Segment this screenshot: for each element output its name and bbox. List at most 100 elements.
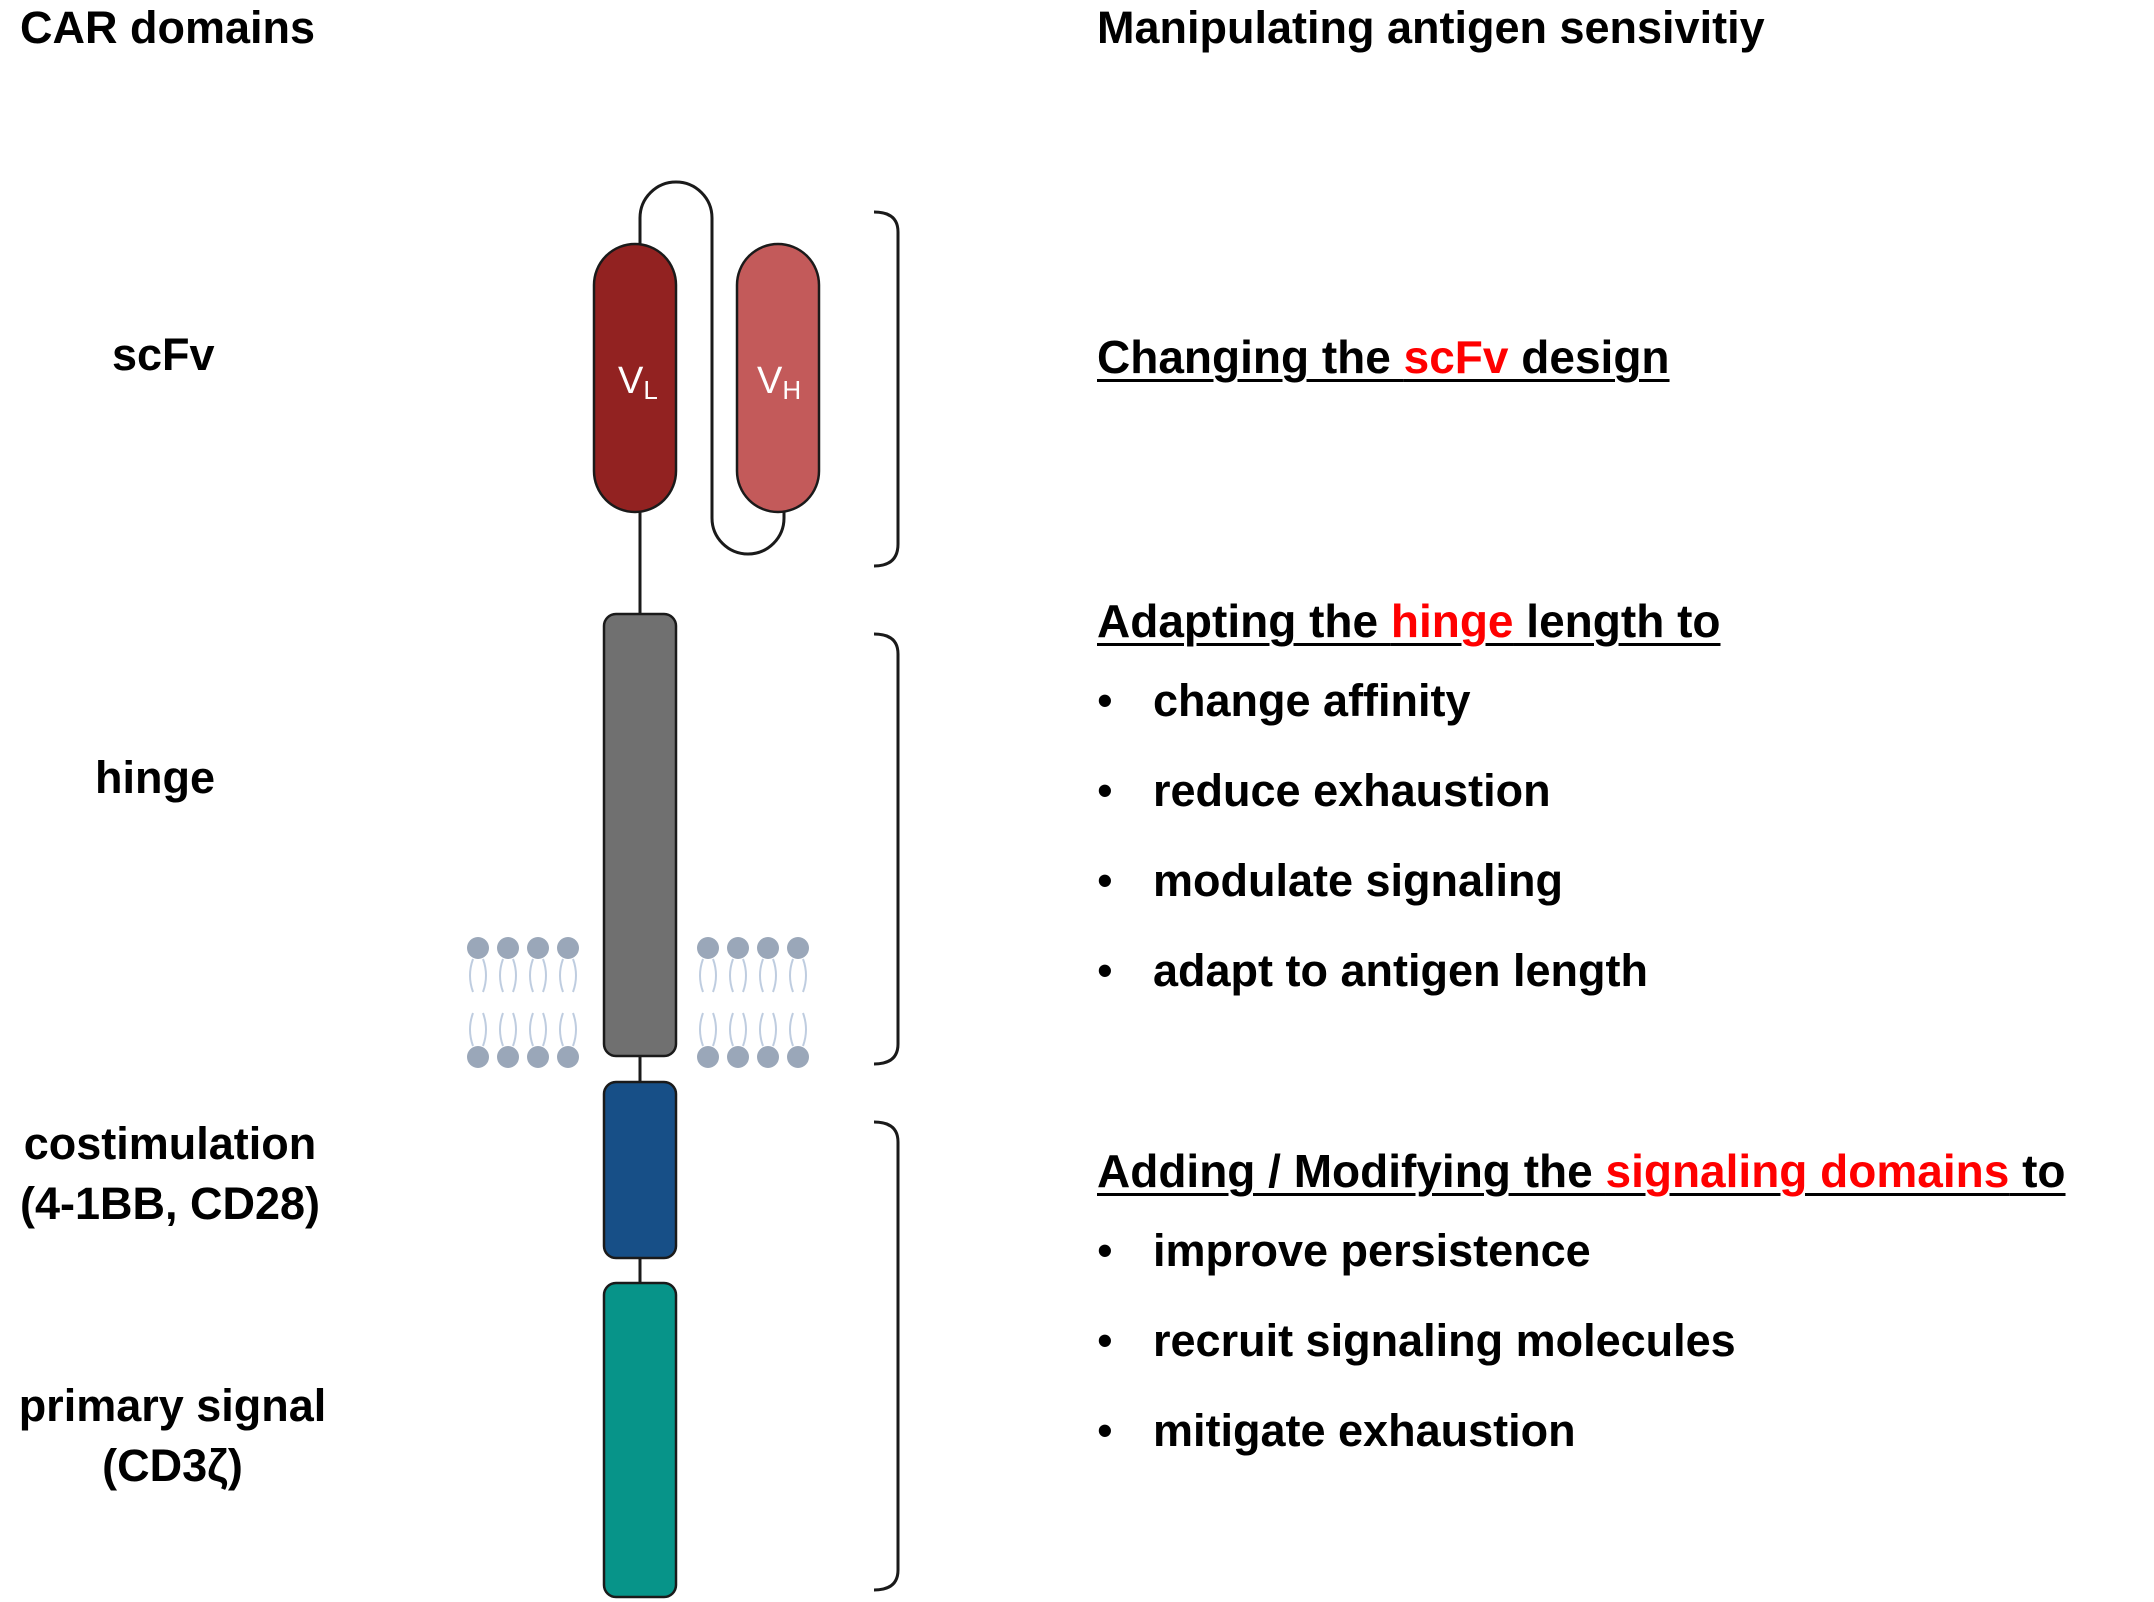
lipid-tail	[529, 1012, 534, 1047]
list-item: • modulate signaling	[1097, 854, 1648, 944]
lipid-tail	[499, 958, 504, 993]
lipid-tail	[789, 1012, 794, 1047]
lipid-head	[527, 1046, 549, 1068]
heading-hinge-post: length to	[1513, 595, 1721, 647]
heading-signaling: Adding / Modifying the signaling domains…	[1097, 1144, 2066, 1198]
heading-hinge-pre: Adapting the	[1097, 595, 1391, 647]
lipid-head	[727, 937, 749, 959]
bullet-marker: •	[1097, 675, 1113, 726]
bullet-marker: •	[1097, 1405, 1113, 1456]
bullet-marker: •	[1097, 855, 1113, 906]
scfv-linker	[638, 180, 786, 556]
bullet-text: adapt to antigen length	[1153, 945, 1648, 996]
heading-scfv-pre: Changing the	[1097, 331, 1404, 383]
heading-signaling-highlight: signaling domains	[1605, 1145, 2010, 1197]
lipid-head	[557, 1046, 579, 1068]
heading-hinge: Adapting the hinge length to	[1097, 594, 1721, 648]
lipid-tail	[759, 958, 764, 993]
left-column-header: CAR domains	[20, 2, 316, 53]
lipid-tail	[559, 958, 564, 993]
bullet-text: recruit signaling molecules	[1153, 1315, 1736, 1366]
lipid-tail	[512, 1012, 517, 1047]
lipid-head	[467, 937, 489, 959]
label-primary-signal-line2: (CD3ζ)	[102, 1440, 243, 1491]
lipid-head	[697, 937, 719, 959]
label-costimulation-line1: costimulation	[23, 1118, 317, 1169]
lipid-tail	[802, 958, 807, 993]
signaling-bullet-list: •improve persistence • recruit signaling …	[1097, 1224, 1736, 1494]
lipid-tail	[729, 958, 734, 993]
lipid-tail	[772, 958, 777, 993]
vl-label-sub: L	[643, 375, 657, 405]
label-costimulation: costimulation (4-1BB, CD28)	[0, 1114, 340, 1234]
lipid-head	[497, 1046, 519, 1068]
lipid-head	[467, 1046, 489, 1068]
lipid-tail	[469, 958, 474, 993]
heading-scfv-highlight: scFv	[1403, 331, 1509, 383]
bullet-text: mitigate exhaustion	[1153, 1405, 1576, 1456]
label-scfv: scFv	[112, 329, 215, 380]
cell-membrane	[467, 937, 809, 1068]
lipid-head	[787, 937, 809, 959]
label-primary-signal: primary signal (CD3ζ)	[0, 1376, 345, 1496]
lipid-head	[557, 937, 579, 959]
vh-label: VH	[757, 360, 801, 405]
costimulation-domain	[602, 1080, 678, 1260]
heading-signaling-pre: Adding / Modifying the	[1097, 1145, 1606, 1197]
heading-scfv-post: design	[1508, 331, 1670, 383]
vh-label-sub: H	[782, 375, 801, 405]
heading-scfv: Changing the scFv design	[1097, 330, 1670, 384]
lipid-tail	[512, 958, 517, 993]
lipid-tail	[759, 1012, 764, 1047]
lipid-tail	[712, 1012, 717, 1047]
lipid-head	[787, 1046, 809, 1068]
heading-signaling-post: to	[2009, 1145, 2066, 1197]
lipid-tail	[789, 958, 794, 993]
lipid-tail	[699, 1012, 704, 1047]
lipid-tail	[742, 1012, 747, 1047]
vl-label: VL	[618, 360, 658, 405]
lipid-tail	[699, 958, 704, 993]
right-column-header: Manipulating antigen sensivitiy	[1097, 2, 1765, 53]
label-costimulation-line2: (4-1BB, CD28)	[19, 1178, 321, 1229]
lipid-tail	[559, 1012, 564, 1047]
list-item: • mitigate exhaustion	[1097, 1404, 1736, 1494]
lipid-head	[527, 937, 549, 959]
lipid-head	[697, 1046, 719, 1068]
list-item: • change affinity	[1097, 674, 1648, 764]
lipid-tail	[482, 1012, 487, 1047]
lipid-tail	[542, 1012, 547, 1047]
list-item: • reduce exhaustion	[1097, 764, 1648, 854]
bullet-text: change affinity	[1153, 675, 1471, 726]
lipid-tail	[529, 958, 534, 993]
bullet-marker: •	[1097, 765, 1113, 816]
lipid-tail	[742, 958, 747, 993]
bullet-marker: •	[1097, 945, 1113, 996]
bracket-scfv	[873, 210, 900, 568]
lipid-head	[757, 937, 779, 959]
bullet-text: reduce exhaustion	[1153, 765, 1551, 816]
vh-domain	[735, 242, 821, 514]
bullet-marker: •	[1097, 1225, 1113, 1276]
lipid-tail	[469, 1012, 474, 1047]
list-item: •improve persistence	[1097, 1224, 1736, 1314]
bracket-signaling	[873, 1120, 900, 1592]
lipid-tail	[802, 1012, 807, 1047]
list-item: • adapt to antigen length	[1097, 944, 1648, 1034]
bullet-text: modulate signaling	[1153, 855, 1564, 906]
lipid-tail	[499, 1012, 504, 1047]
lipid-tail	[712, 958, 717, 993]
hinge-domain	[602, 612, 678, 1058]
lipid-tail	[729, 1012, 734, 1047]
lipid-tail	[482, 958, 487, 993]
lipid-tail	[542, 958, 547, 993]
bullet-marker: •	[1097, 1315, 1113, 1366]
hinge-bullet-list: • change affinity • reduce exhaustion • mod…	[1097, 674, 1648, 1034]
label-hinge: hinge	[95, 752, 215, 803]
bracket-hinge	[873, 632, 900, 1066]
vl-domain	[592, 242, 678, 514]
vh-label-main: V	[757, 360, 783, 402]
label-primary-signal-line1: primary signal	[18, 1380, 327, 1431]
